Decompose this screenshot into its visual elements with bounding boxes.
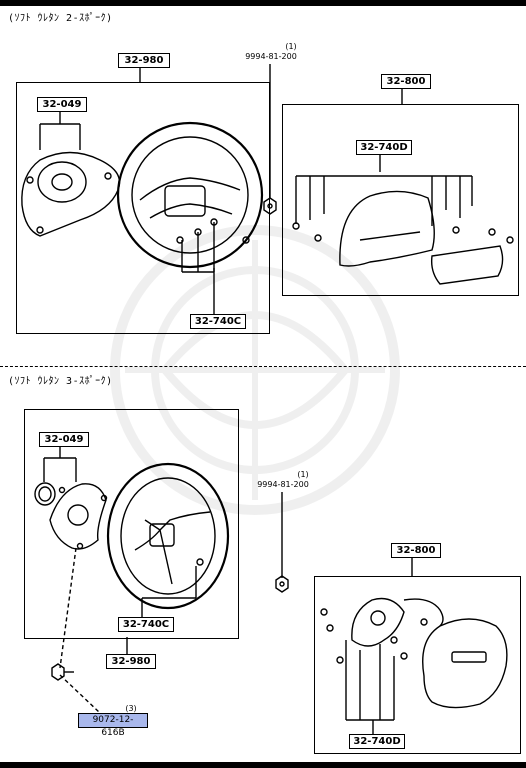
section1-label-screws[interactable]: 32-740C	[190, 314, 246, 329]
section1-heading: (ｿﾌﾄ ｳﾚﾀﾝ 2-ｽﾎﾟｰｸ)	[8, 13, 113, 24]
section2-assembly-box	[24, 409, 239, 639]
section1-nut-part[interactable]: 9994-81-200	[245, 52, 297, 61]
section1-label-assembly[interactable]: 32-980	[118, 53, 170, 68]
section1-label-hub[interactable]: 32-049	[37, 97, 87, 112]
section1-label-horn-set[interactable]: 32-800	[381, 74, 431, 89]
section2-nut-qty: (1)	[297, 470, 309, 479]
section2-horn-set-box	[314, 576, 521, 754]
section2-label-bolt-part[interactable]: 9072-12-616B	[78, 713, 148, 738]
section2-label-screws[interactable]: 32-740C	[118, 617, 174, 632]
section2-label-hub[interactable]: 32-049	[39, 432, 89, 447]
section2-hub-part	[34, 482, 108, 550]
bottom-rule	[0, 762, 526, 768]
section1-leaders	[39, 64, 403, 314]
section1-nut-part	[263, 197, 277, 215]
section1-horn-cover-part	[292, 175, 514, 285]
section1-label-cover[interactable]: 32-740D	[356, 140, 412, 155]
section1-hub-part	[21, 151, 121, 237]
section2-label-horn-set[interactable]: 32-800	[391, 543, 441, 558]
section1-nut-qty: (1)	[285, 42, 297, 51]
section2-label-cover[interactable]: 32-740D	[349, 734, 405, 749]
section2-label-assembly[interactable]: 32-980	[106, 654, 156, 669]
section2-horn-cover-part	[320, 597, 508, 709]
section2-bolt-qty: (3)	[125, 704, 137, 713]
section2-steering-wheel	[106, 462, 230, 610]
section2-nut-part	[275, 575, 289, 593]
section2-leaders	[43, 446, 413, 734]
top-rule	[0, 0, 526, 6]
section2-heading: (ｿﾌﾄ ｳﾚﾀﾝ 3-ｽﾎﾟｰｸ)	[8, 376, 113, 387]
section-divider	[0, 366, 526, 367]
section1-horn-set-box	[282, 104, 519, 296]
section2-bolt-part	[51, 663, 74, 681]
section2-nut-part[interactable]: 9994-81-200	[257, 480, 309, 489]
watermark-crest	[110, 225, 400, 515]
section1-steering-wheel	[116, 121, 264, 269]
